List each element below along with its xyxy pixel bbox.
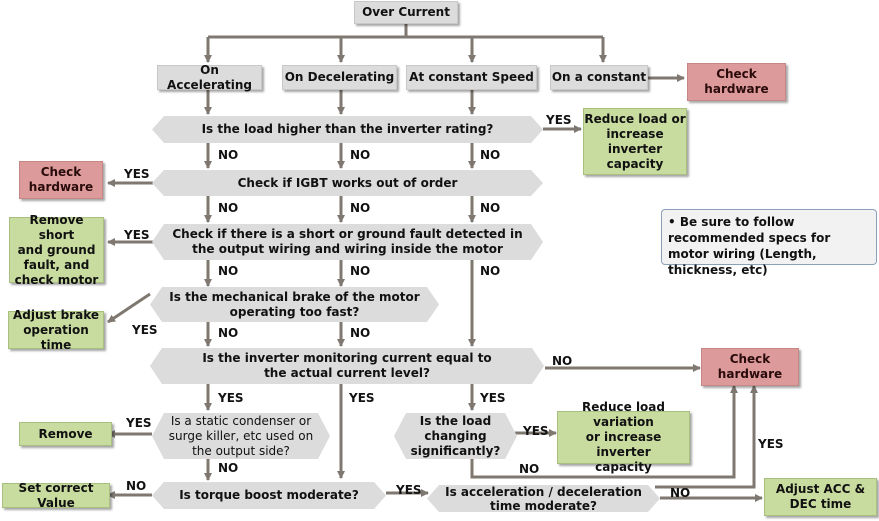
label-no: NO bbox=[218, 461, 239, 475]
decision-mechanical-brake: Is the mechanical brake of the motor ope… bbox=[150, 287, 439, 322]
label-yes: YES bbox=[124, 167, 150, 181]
label-no: NO bbox=[218, 326, 239, 340]
decision-load-changing: Is the load changing significantly? bbox=[394, 413, 517, 459]
decision-monitoring-current: Is the inverter monitoring current equal… bbox=[150, 348, 544, 384]
label-no: NO bbox=[519, 462, 540, 476]
start-node-over-current: Over Current bbox=[354, 1, 458, 24]
label-no: NO bbox=[126, 479, 147, 493]
decision-short-fault: Check if there is a short or ground faul… bbox=[152, 224, 543, 260]
label-no: NO bbox=[218, 264, 239, 278]
action-remove: Remove bbox=[19, 422, 112, 446]
label-no: NO bbox=[350, 326, 371, 340]
action-reduce-load: Reduce load or increase inverter capacit… bbox=[583, 108, 687, 175]
label-yes: YES bbox=[218, 391, 244, 405]
action-check-hardware-right: Check hardware bbox=[701, 348, 799, 386]
wiring-note: • Be sure to follow recommended specs fo… bbox=[661, 209, 877, 277]
decision-igbt: Check if IGBT works out of order bbox=[152, 170, 543, 196]
label-no: NO bbox=[480, 264, 501, 278]
decision-acc-dec-time: Is acceleration / deceleration time mode… bbox=[427, 485, 660, 512]
label-no: NO bbox=[350, 148, 371, 162]
label-yes: YES bbox=[480, 391, 506, 405]
action-check-hardware-top: Check hardware bbox=[687, 63, 786, 101]
action-adjust-brake: Adjust brake operation time bbox=[8, 308, 104, 352]
label-yes: YES bbox=[349, 391, 375, 405]
condition-on-a-constant: On a constant bbox=[550, 65, 648, 90]
decision-load-rating: Is the load higher than the inverter rat… bbox=[152, 116, 543, 143]
label-no: NO bbox=[480, 201, 501, 215]
condition-on-accelerating: On Accelerating bbox=[157, 63, 262, 92]
condition-on-decelerating: On Decelerating bbox=[282, 65, 397, 90]
label-yes: YES bbox=[124, 228, 150, 242]
label-yes: YES bbox=[396, 483, 422, 497]
action-reduce-load-variation: Reduce load variation or increase invert… bbox=[557, 400, 690, 474]
label-no: NO bbox=[670, 486, 691, 500]
label-no: NO bbox=[350, 264, 371, 278]
label-no: NO bbox=[552, 354, 573, 368]
decision-torque-boost: Is torque boost moderate? bbox=[152, 482, 386, 509]
label-yes: YES bbox=[126, 416, 152, 430]
label-no: NO bbox=[350, 201, 371, 215]
label-no: NO bbox=[218, 148, 239, 162]
label-yes: YES bbox=[546, 113, 572, 127]
label-yes: YES bbox=[132, 323, 158, 337]
condition-constant-speed: At constant Speed bbox=[406, 65, 537, 90]
action-check-hardware-left: Check hardware bbox=[19, 161, 103, 199]
action-adjust-acc-dec: Adjust ACC & DEC time bbox=[764, 478, 877, 516]
decision-static-condenser: Is a static condenser or surge killer, e… bbox=[152, 413, 330, 459]
action-remove-short: Remove short and ground fault, and check… bbox=[9, 213, 104, 287]
label-yes: YES bbox=[758, 437, 784, 451]
label-no: NO bbox=[480, 148, 501, 162]
label-no: NO bbox=[218, 201, 239, 215]
label-yes: YES bbox=[523, 424, 549, 438]
action-set-correct-value: Set correct Value bbox=[2, 481, 110, 510]
